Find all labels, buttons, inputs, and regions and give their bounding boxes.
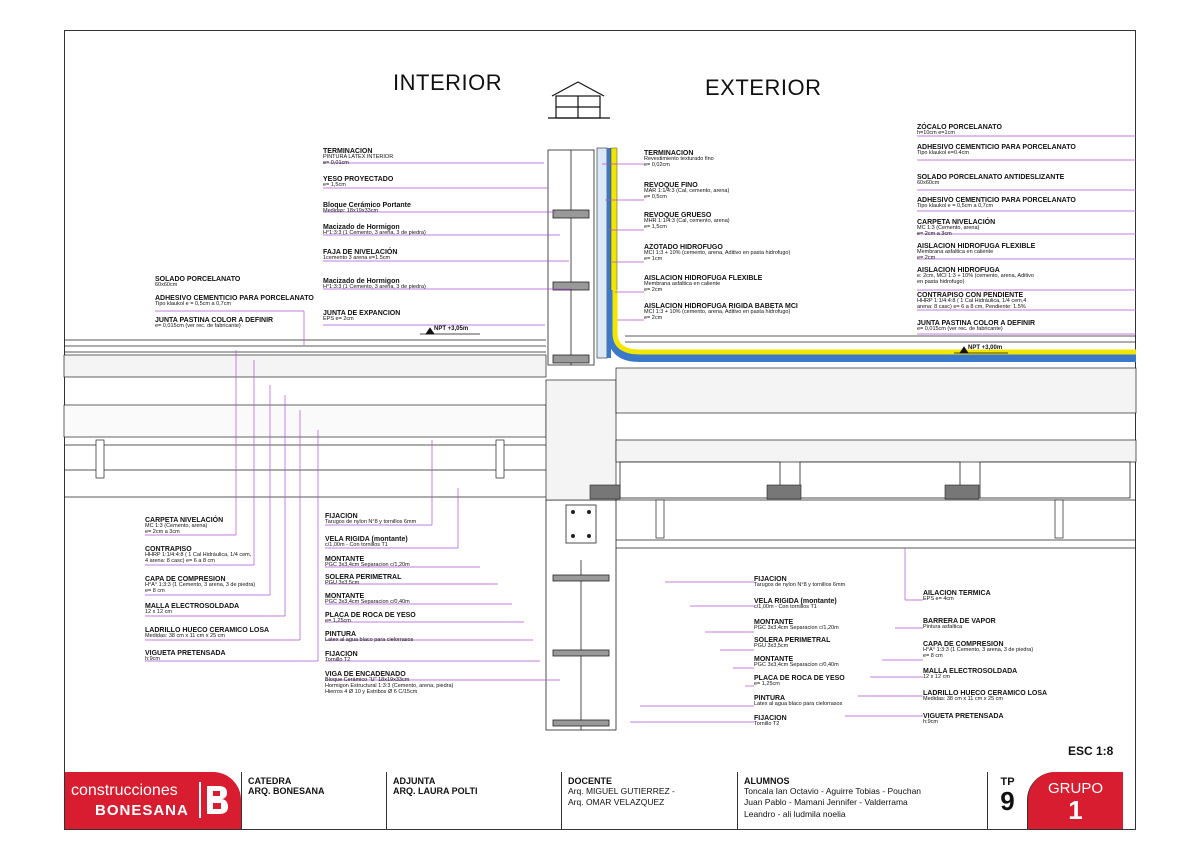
adjunta-cell: ADJUNTA ARQ. LAURA POLTI (386, 772, 561, 829)
alumnos-value-1: Toncala Ian Octavio - Aguirre Tobias - P… (744, 786, 922, 796)
docente-label: DOCENTE (568, 776, 613, 786)
logo-line1: construcciones (71, 782, 178, 799)
docente-value-2: Arq. OMAR VELAZQUEZ (568, 797, 665, 808)
adjunta-label: ADJUNTA (393, 776, 436, 786)
logo-b-icon (199, 782, 228, 818)
company-logo: construcciones BONESANA (65, 772, 241, 829)
scale-label: ESC 1:8 (1068, 744, 1114, 758)
catedra-label: CATEDRA (248, 776, 292, 786)
catedra-value: ARQ. BONESANA (248, 786, 325, 796)
house-key-icon (548, 81, 610, 119)
alumnos-label: ALUMNOS (744, 776, 790, 786)
alumnos-value-2: Juan Pablo - Mamani Jennifer - Valderram… (744, 797, 908, 808)
npt-interior-label: NPT +3,05m (434, 326, 469, 332)
grupo-label: GRUPO (1047, 780, 1103, 797)
logo-line2: BONESANA (95, 802, 189, 819)
exterior-header: EXTERIOR (705, 75, 822, 100)
npt-exterior-label: NPT +3,00m (968, 345, 1003, 351)
alumnos-cell: ALUMNOS Toncala Ian Octavio - Aguirre To… (737, 772, 987, 829)
callout-vela-rigida-2: VELA RIGIDA (montante)c/1,00m - Con torn… (754, 598, 837, 611)
adjunta-value: ARQ. LAURA POLTI (393, 786, 478, 796)
grupo-value: 1 (1068, 795, 1083, 825)
tp-cell: TP 9 (987, 772, 1027, 829)
callout-vela-rigida-1: VELA RIGIDA (montante)c/1,00m - Con torn… (325, 536, 408, 549)
docente-value-1: Arq. MIGUEL GUTIERREZ - (568, 786, 675, 796)
catedra-cell: CATEDRA ARQ. BONESANA (241, 772, 386, 829)
interior-header: INTERIOR (393, 70, 503, 95)
title-block: construcciones BONESANA CATEDRA ARQ. BON… (65, 772, 1135, 829)
docente-cell: DOCENTE Arq. MIGUEL GUTIERREZ - Arq. OMA… (561, 772, 737, 829)
grupo-cell: GRUPO 1 (1027, 772, 1123, 829)
alumnos-value-3: Leandro - ali ludmila noelia (744, 808, 846, 819)
tp-value: 9 (1000, 786, 1015, 816)
tp-label: TP (1000, 776, 1015, 788)
